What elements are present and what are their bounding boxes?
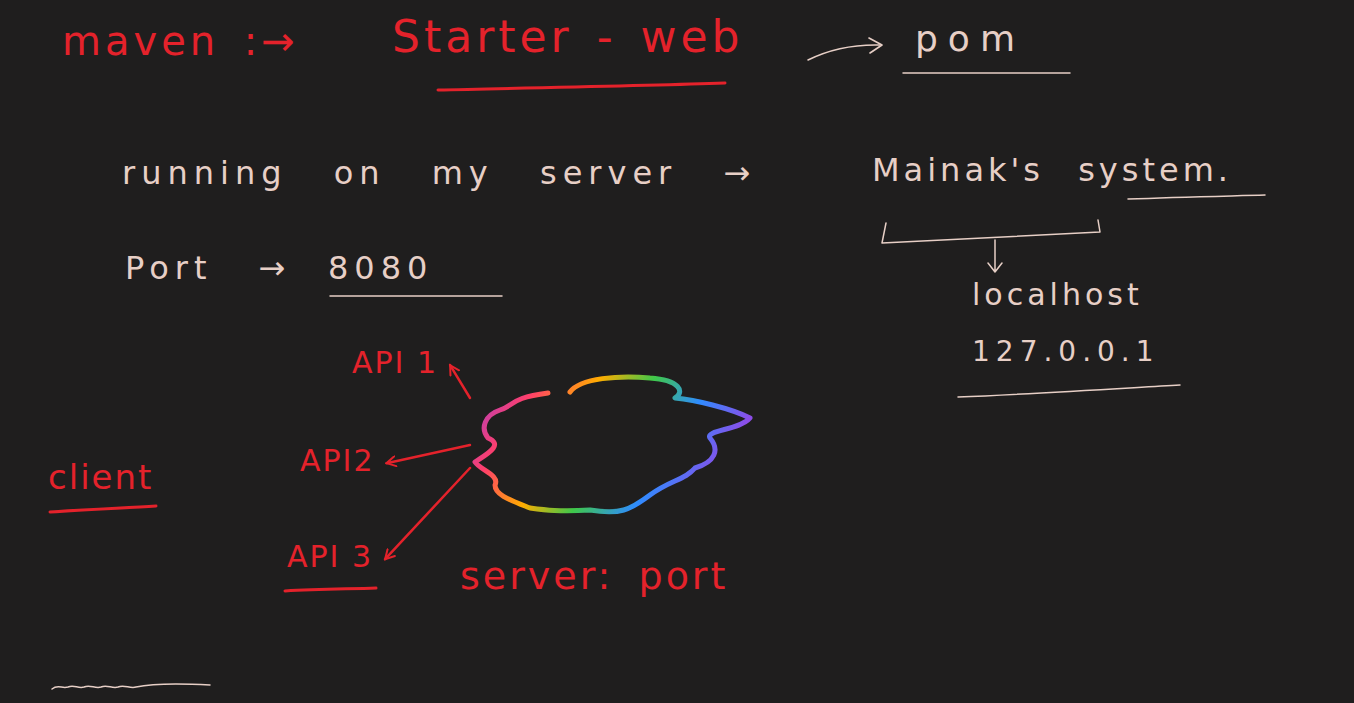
api-name: API 1: [348, 344, 442, 383]
api-label: API2: [296, 442, 379, 481]
down-arrow: [988, 240, 1002, 272]
port-number: 8080: [328, 250, 433, 287]
api-label: API 3: [283, 538, 377, 577]
heading-word: maven :→: [62, 18, 299, 64]
api-name: API2: [296, 442, 379, 481]
host-name: localhost: [972, 278, 1143, 313]
arrow-connector: [385, 468, 470, 559]
arrow-head: [869, 38, 882, 53]
note-text: Mainak's system.: [872, 152, 1232, 189]
cloud-outline: [470, 370, 755, 520]
squiggle: [52, 684, 210, 689]
underline: [1128, 195, 1265, 199]
note-text: running on my server →: [122, 155, 756, 192]
arrow-connector: [387, 445, 470, 463]
underline: [958, 385, 1180, 397]
underline: [903, 72, 1070, 74]
note-text: Port →: [125, 250, 291, 287]
api-label: API 1: [348, 344, 442, 383]
server-caption: server: port: [456, 553, 732, 601]
curved-arrow: [808, 45, 880, 60]
note-word: pom: [915, 18, 1025, 59]
cloud-outline: [475, 377, 750, 512]
underline: [330, 295, 502, 297]
underline: [50, 506, 156, 512]
bracket: [882, 220, 1100, 243]
underline: [285, 588, 376, 591]
arrow-connector: [450, 365, 470, 398]
heading-word: Starter - web: [392, 12, 743, 63]
server-cloud: server: port: [470, 370, 755, 520]
api-name: API 3: [283, 538, 377, 577]
underline: [438, 83, 725, 90]
ip-address: 127.0.0.1: [972, 336, 1160, 368]
client-label: client: [48, 458, 153, 497]
